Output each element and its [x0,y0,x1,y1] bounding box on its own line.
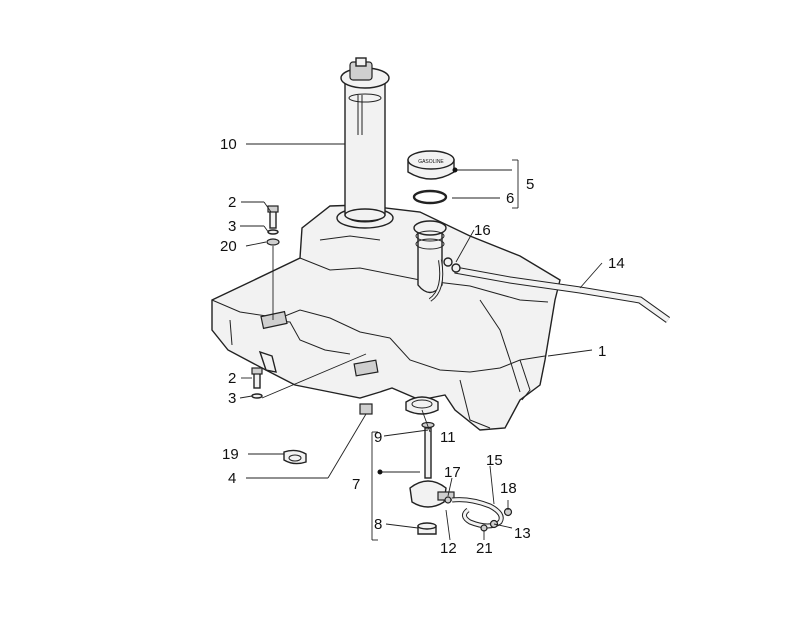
bolt-upper [266,205,280,246]
callout-labels: 1 2 3 20 2 3 19 4 10 5 6 16 14 9 11 7 8 … [220,136,625,557]
leader-lines [239,143,603,541]
callout-2-upper: 2 [228,194,236,211]
breather-hose [454,266,671,323]
bracket-nut [359,403,373,415]
callout-2-lower: 2 [228,370,236,387]
callout-7: 7 [352,476,360,493]
fuel-tap-assembly [409,421,455,535]
callout-4: 4 [228,470,236,487]
callout-12: 12 [440,540,457,557]
callout-3-upper: 3 [228,218,236,235]
o-ring [412,189,448,205]
callout-6: 6 [506,190,514,207]
callout-19: 19 [222,446,239,463]
callout-21: 21 [476,540,493,557]
fuel-cap-label: GASOLINE [418,159,444,165]
fuel-level-sender [340,57,390,222]
hose-clip [283,449,307,465]
callout-14: 14 [608,255,625,272]
callout-20: 20 [220,238,237,255]
callout-18: 18 [500,480,517,497]
callout-16: 16 [474,222,491,239]
callout-15: 15 [486,452,503,469]
fuel-cap: GASOLINE [407,150,455,180]
callout-5: 5 [526,176,534,193]
bolt-lower [251,367,263,399]
callout-13: 13 [514,525,531,542]
vent-hose [428,257,461,302]
callout-3-lower: 3 [228,390,236,407]
callout-8: 8 [374,516,382,533]
callout-10: 10 [220,136,237,153]
callout-1: 1 [598,343,606,360]
fuel-tank [211,204,561,431]
callout-17: 17 [444,464,461,481]
callout-9: 9 [374,429,382,446]
clamp [405,396,439,415]
callout-11: 11 [440,429,456,446]
